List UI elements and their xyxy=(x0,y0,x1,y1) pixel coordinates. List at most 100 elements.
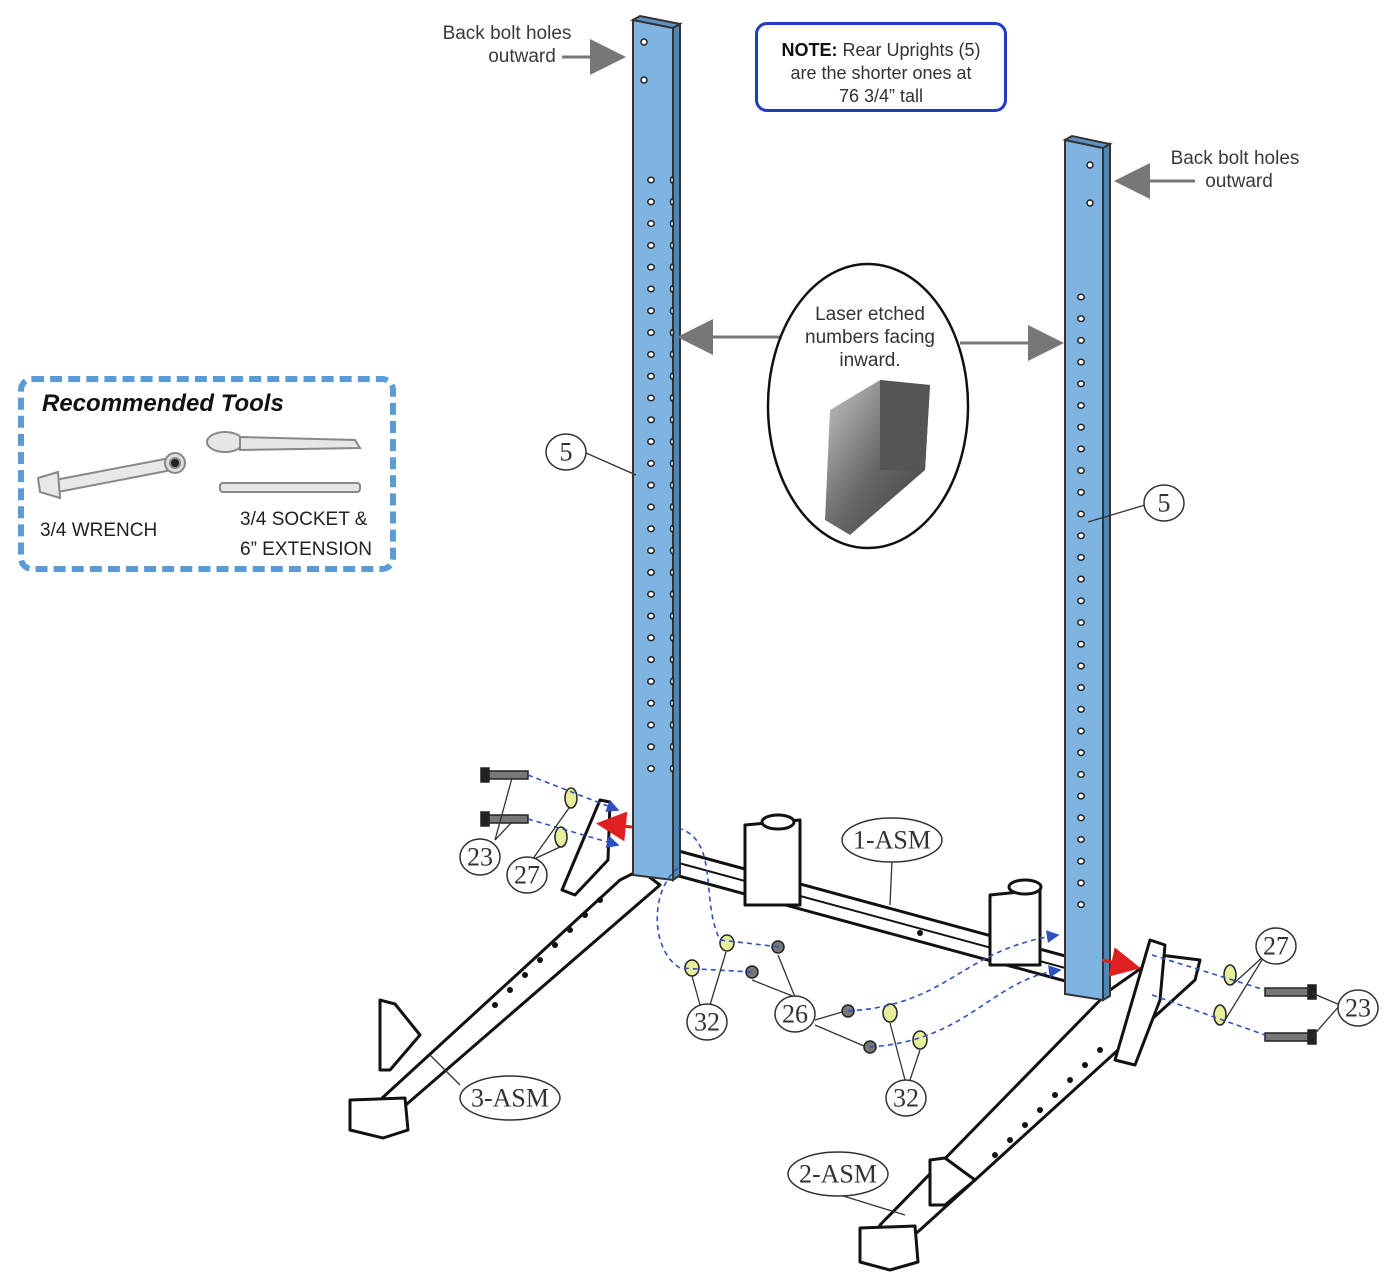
socket-line1: 3/4 SOCKET & xyxy=(240,509,368,530)
upright-hole xyxy=(669,394,675,402)
upright-hole xyxy=(1077,380,1085,388)
upright-hole xyxy=(647,285,655,293)
upright-hole xyxy=(669,350,675,359)
upright-hole xyxy=(647,220,655,228)
part-label-ovals xyxy=(459,433,1379,1197)
upright-hole xyxy=(647,416,655,424)
upright-hole xyxy=(669,503,675,511)
upright-hole xyxy=(647,634,655,642)
label-upright-right: 5 xyxy=(1158,489,1171,518)
upright-hole xyxy=(647,721,655,729)
leader-lines xyxy=(429,452,1341,1216)
note-text1: Rear Uprights (5) xyxy=(842,40,981,60)
right-leg-gusset xyxy=(1113,938,1167,1067)
upright-hole xyxy=(647,372,655,380)
callout-back-bolt-right-line2: outward xyxy=(1205,171,1273,192)
upright-hole xyxy=(1077,510,1085,518)
upright-hole xyxy=(1077,423,1085,431)
note-text3: 76 3/4” tall xyxy=(838,86,924,106)
upright-hole xyxy=(647,590,655,598)
label-bolt-left: 23 xyxy=(467,843,493,872)
upright-hole xyxy=(647,459,655,467)
extension-icon xyxy=(219,482,361,493)
label-nut-center: 26 xyxy=(782,1000,808,1029)
upright-hole xyxy=(647,307,655,315)
upright-hole xyxy=(669,655,675,664)
upright-hole xyxy=(1077,488,1085,496)
note-line1: NOTE: Rear Uprights (5) xyxy=(758,39,1004,62)
upright-hole xyxy=(647,677,655,685)
upright-hole xyxy=(669,764,675,773)
upright-hole xyxy=(647,438,655,446)
recommended-tools-title: Recommended Tools xyxy=(42,390,284,417)
upright-hole xyxy=(647,176,655,184)
upright-hole xyxy=(647,743,655,751)
upright-hole xyxy=(1086,199,1094,207)
callout-back-bolt-left-line2: outward xyxy=(488,46,556,67)
upright-hole xyxy=(1077,358,1085,366)
upright-hole xyxy=(669,546,675,555)
laser-line2: numbers facing xyxy=(805,327,935,348)
label-1-asm: 1-ASM xyxy=(853,826,931,855)
upright-hole xyxy=(669,328,675,337)
upright-hole xyxy=(1077,467,1085,475)
ratchet-icon xyxy=(206,431,362,453)
upright-hole xyxy=(647,765,655,773)
upright-hole xyxy=(647,394,655,402)
wrench-label: 3/4 WRENCH xyxy=(40,520,158,541)
washer-right-upper xyxy=(1223,964,1237,986)
upright-hole xyxy=(1077,879,1085,887)
callout-arrows xyxy=(562,39,1195,361)
washer-left-lower xyxy=(554,826,568,848)
upright-hole xyxy=(647,263,655,271)
upright-hole xyxy=(669,285,675,293)
upright-right xyxy=(1062,134,1113,1002)
upright-hole xyxy=(669,263,675,271)
label-3-asm: 3-ASM xyxy=(471,1084,549,1113)
callout-back-bolt-right: Back bolt holes outward xyxy=(1160,147,1310,193)
upright-hole xyxy=(669,612,675,620)
label-washer-left: 27 xyxy=(514,861,540,890)
label-washer-center-right: 32 xyxy=(893,1084,919,1113)
bolt-right-lower xyxy=(1264,1029,1317,1045)
callout-back-bolt-left: Back bolt holes outward xyxy=(432,22,582,68)
upright-hole xyxy=(1077,901,1085,909)
left-leg-gusset xyxy=(560,798,612,897)
upright-hole xyxy=(640,38,648,46)
upright-hole xyxy=(669,198,675,206)
laser-line3: inward. xyxy=(839,350,901,371)
upright-hole xyxy=(647,699,655,707)
socket-label: 3/4 SOCKET & 6” EXTENSION xyxy=(240,505,372,565)
upright-hole xyxy=(669,219,675,228)
upright-hole xyxy=(1077,727,1085,735)
upright-hole xyxy=(669,568,675,577)
upright-hole xyxy=(1077,749,1085,757)
part-label-texts: 5 5 1-ASM 2-ASM 3-ASM 23 27 32 26 32 27 … xyxy=(467,438,1371,1189)
laser-etched-callout: Laser etched numbers facing inward. xyxy=(790,303,950,372)
bolt-left-upper xyxy=(480,767,529,783)
upright-hole xyxy=(1077,597,1085,605)
upright-hole xyxy=(669,634,675,642)
socket-line2: 6” EXTENSION xyxy=(240,539,372,560)
upright-hole xyxy=(647,612,655,620)
upright-hole xyxy=(669,743,675,751)
upright-hole xyxy=(1077,445,1085,453)
label-washer-right: 27 xyxy=(1263,932,1289,961)
upright-hole xyxy=(1077,553,1085,561)
upright-hole xyxy=(647,656,655,664)
upright-hole xyxy=(1077,684,1085,692)
upright-hole xyxy=(647,241,655,249)
upright-hole xyxy=(647,568,655,576)
laser-line1: Laser etched xyxy=(815,304,925,325)
upright-hole xyxy=(669,372,675,380)
leg-holes xyxy=(492,897,1103,1158)
upright-hole xyxy=(669,307,675,315)
upright-hole xyxy=(1077,662,1085,670)
upright-hole xyxy=(647,350,655,358)
upright-hole xyxy=(669,437,675,446)
upright-hole xyxy=(1077,792,1085,800)
upright-hole xyxy=(647,547,655,555)
wrench-icon xyxy=(36,452,186,500)
bolt-left-lower xyxy=(480,811,529,827)
